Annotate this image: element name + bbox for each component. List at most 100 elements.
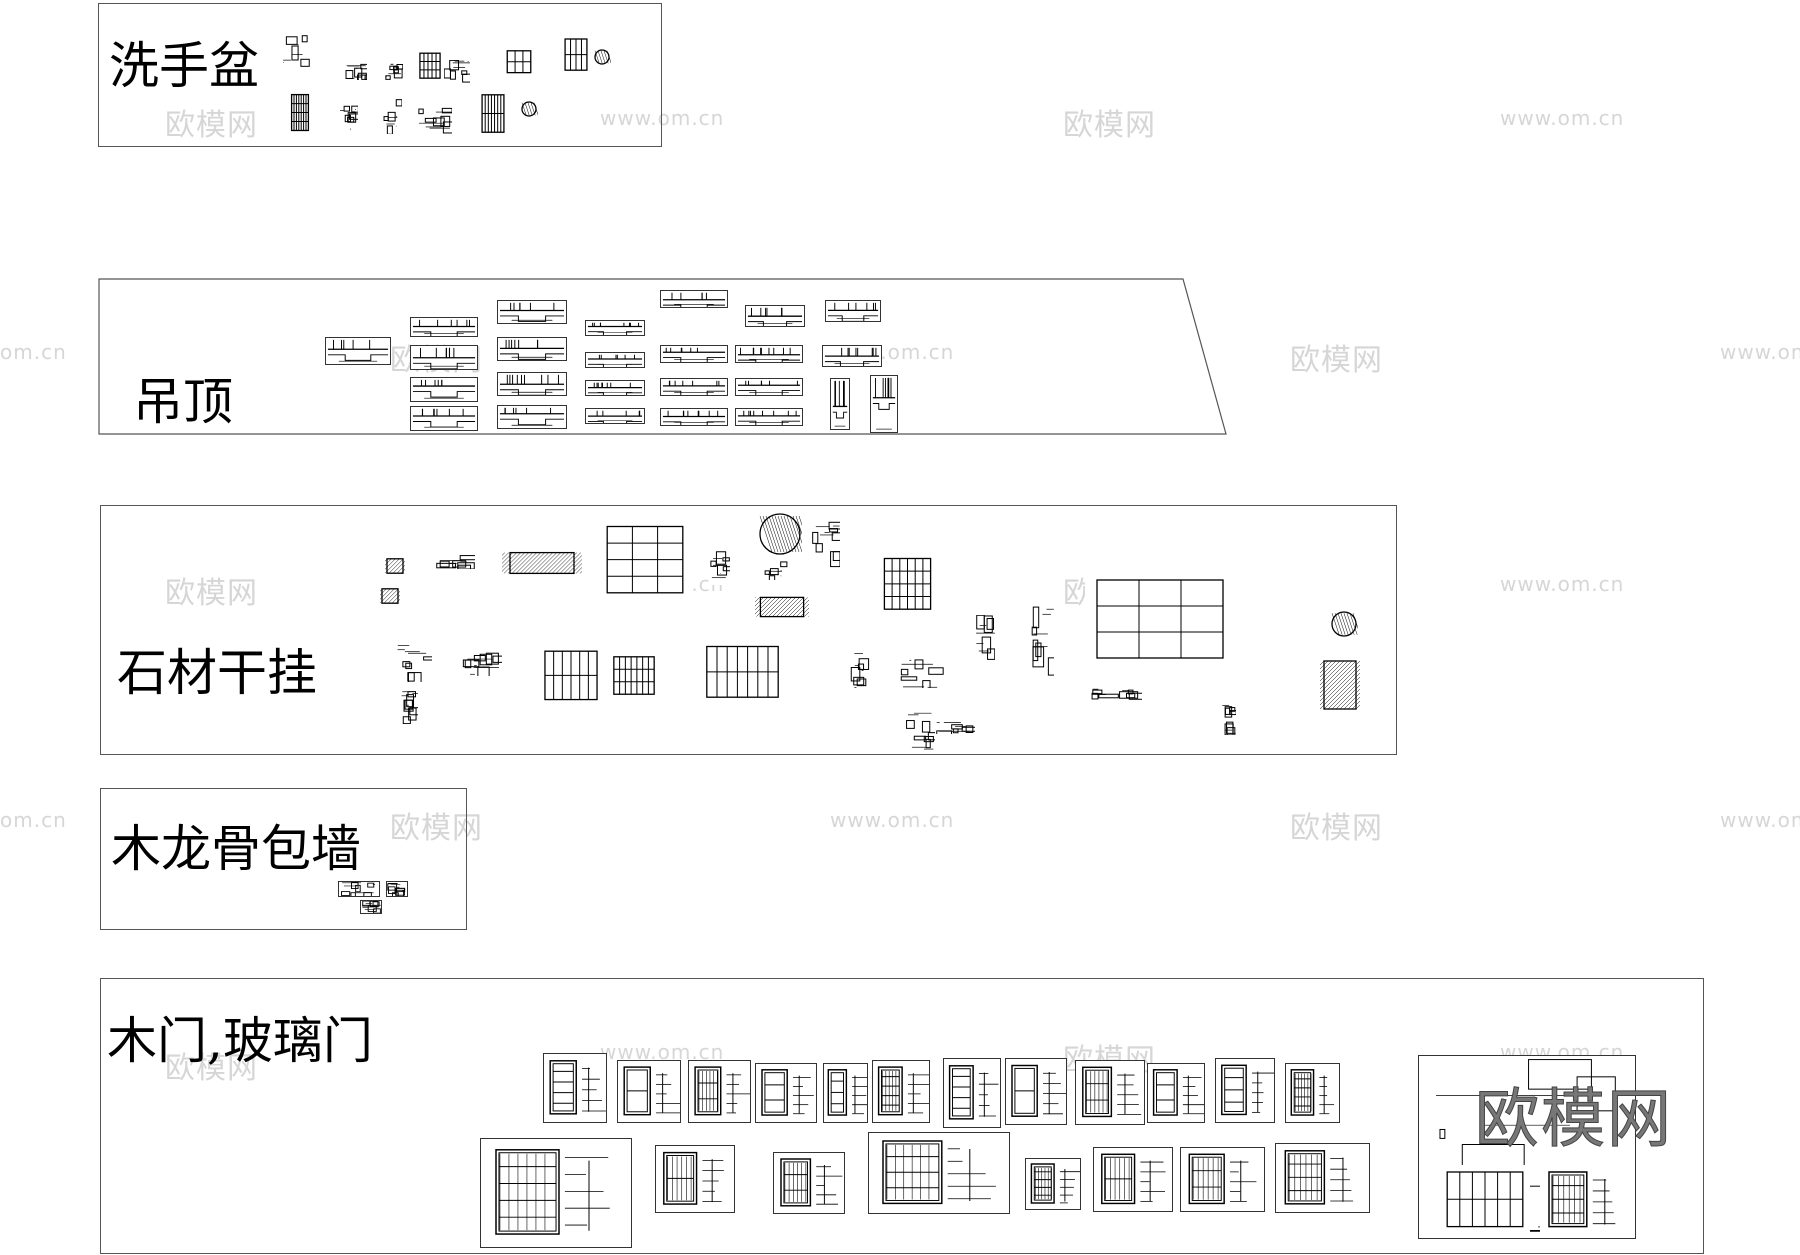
watermark-url: om.cn <box>0 808 67 832</box>
watermark-url: www.om.cn <box>1720 808 1800 832</box>
cad-drawing-sheet <box>822 345 882 367</box>
group-doors: 木门,玻璃门 <box>100 978 1704 1254</box>
cad-drawing-sheet <box>1540 1165 1630 1235</box>
cad-drawing-sheet <box>735 378 803 396</box>
cad-drawing-sheet <box>345 58 367 80</box>
watermark-url: www.om.cn <box>1500 572 1625 596</box>
watermark-url: www.om.cn <box>1500 106 1625 130</box>
cad-drawing-sheet <box>610 652 658 700</box>
group-wood: 木龙骨包墙 <box>100 788 467 930</box>
cad-drawing-sheet <box>1093 1147 1173 1212</box>
cad-drawing-sheet <box>905 710 935 750</box>
group-title: 吊顶 <box>133 373 233 431</box>
cad-drawing-sheet <box>497 405 567 429</box>
cad-drawing-sheet <box>380 587 400 605</box>
cad-drawing-sheet <box>1147 1063 1205 1123</box>
cad-drawing-sheet <box>360 900 382 914</box>
cad-drawing-sheet <box>825 300 881 322</box>
cad-drawing-sheet <box>290 90 310 136</box>
cad-drawing-sheet <box>1330 610 1358 638</box>
cad-drawing-sheet <box>655 1145 735 1213</box>
watermark-url: www.om.cn <box>830 808 955 832</box>
cad-drawing-sheet <box>385 557 405 575</box>
cad-drawing-sheet <box>600 518 690 603</box>
cad-drawing-sheet <box>1030 605 1054 677</box>
group-title: 木门,玻璃门 <box>107 1012 373 1070</box>
watermark-url: www.om.cn <box>1720 340 1800 364</box>
cad-drawing-sheet <box>660 378 728 396</box>
cad-drawing-sheet <box>497 337 567 361</box>
cad-drawing-sheet <box>385 60 403 80</box>
cad-drawing-sheet <box>497 300 567 324</box>
watermark-url: om.cn <box>0 340 67 364</box>
cad-drawing-sheet <box>540 645 602 707</box>
cad-drawing-sheet <box>502 550 582 576</box>
cad-drawing-sheet <box>585 352 645 368</box>
cad-drawing-sheet <box>338 881 380 897</box>
cad-drawing-sheet <box>900 658 946 688</box>
cad-drawing-sheet <box>543 1053 607 1123</box>
group-title: 石材干挂 <box>117 644 317 702</box>
cad-drawing-sheet <box>386 881 408 897</box>
cad-drawing-sheet <box>1320 655 1360 715</box>
cad-drawing-sheet <box>868 1132 1010 1214</box>
cad-drawing-sheet <box>1085 570 1235 670</box>
brand-logo: 欧模网 <box>1475 1083 1673 1158</box>
cad-drawing-sheet <box>617 1060 681 1123</box>
cad-drawing-sheet <box>410 406 478 431</box>
group-ceiling <box>98 278 1227 435</box>
cad-drawing-sheet <box>418 106 452 134</box>
cad-drawing-sheet <box>480 1138 632 1248</box>
cad-drawing-sheet <box>282 25 310 70</box>
cad-drawing-sheet <box>520 96 538 122</box>
cad-drawing-sheet <box>660 290 728 308</box>
cad-drawing-sheet <box>340 104 358 130</box>
cad-drawing-sheet <box>1180 1147 1265 1212</box>
cad-drawing-sheet <box>935 722 975 734</box>
cad-drawing-sheet <box>745 305 805 327</box>
cad-drawing-sheet <box>810 518 840 568</box>
cad-drawing-sheet <box>850 652 870 690</box>
cad-drawing-sheet <box>1215 1058 1275 1123</box>
cad-drawing-sheet <box>823 1063 868 1123</box>
cad-drawing-sheet <box>410 345 478 370</box>
cad-drawing-sheet <box>410 377 478 402</box>
cad-drawing-sheet <box>425 555 475 569</box>
cad-drawing-sheet <box>392 642 432 682</box>
group-title: 洗手盆 <box>109 37 259 95</box>
cad-drawing-sheet <box>462 648 502 676</box>
cad-drawing-sheet <box>870 375 898 433</box>
cad-drawing-sheet <box>735 408 803 426</box>
group-title: 木龙骨包墙 <box>111 820 361 878</box>
cad-drawing-sheet <box>975 615 995 667</box>
cad-drawing-sheet <box>1285 1063 1340 1123</box>
cad-drawing-sheet <box>444 60 470 84</box>
cad-drawing-sheet <box>380 96 402 134</box>
cad-drawing-sheet <box>325 337 391 365</box>
cad-drawing-sheet <box>773 1152 845 1214</box>
group-basin: 洗手盆 <box>98 3 662 147</box>
cad-drawing-sheet <box>755 1063 817 1123</box>
cad-drawing-sheet <box>660 345 728 363</box>
cad-drawing-sheet <box>700 640 785 705</box>
cad-drawing-sheet <box>497 372 567 396</box>
cad-drawing-sheet <box>710 545 730 585</box>
cad-drawing-sheet <box>505 48 533 76</box>
cad-drawing-sheet <box>585 380 645 396</box>
watermark-text: 欧模网 <box>1290 343 1383 378</box>
cad-drawing-sheet <box>688 1060 751 1123</box>
cad-drawing-sheet <box>735 345 803 363</box>
cad-drawing-sheet <box>410 317 478 337</box>
cad-drawing-sheet <box>1440 1165 1530 1235</box>
group-stone: 石材干挂 <box>100 505 1397 755</box>
cad-drawing-sheet <box>830 378 850 430</box>
cad-drawing-sheet <box>758 512 802 556</box>
cad-drawing-sheet <box>755 595 809 619</box>
cad-drawing-sheet <box>760 560 788 580</box>
cad-drawing-sheet <box>418 50 442 82</box>
cad-drawing-sheet <box>1025 1158 1081 1210</box>
cad-drawing-sheet <box>480 90 506 138</box>
watermark-text: 欧模网 <box>1063 108 1156 143</box>
cad-drawing-sheet <box>563 35 589 75</box>
cad-drawing-sheet <box>1275 1143 1370 1213</box>
